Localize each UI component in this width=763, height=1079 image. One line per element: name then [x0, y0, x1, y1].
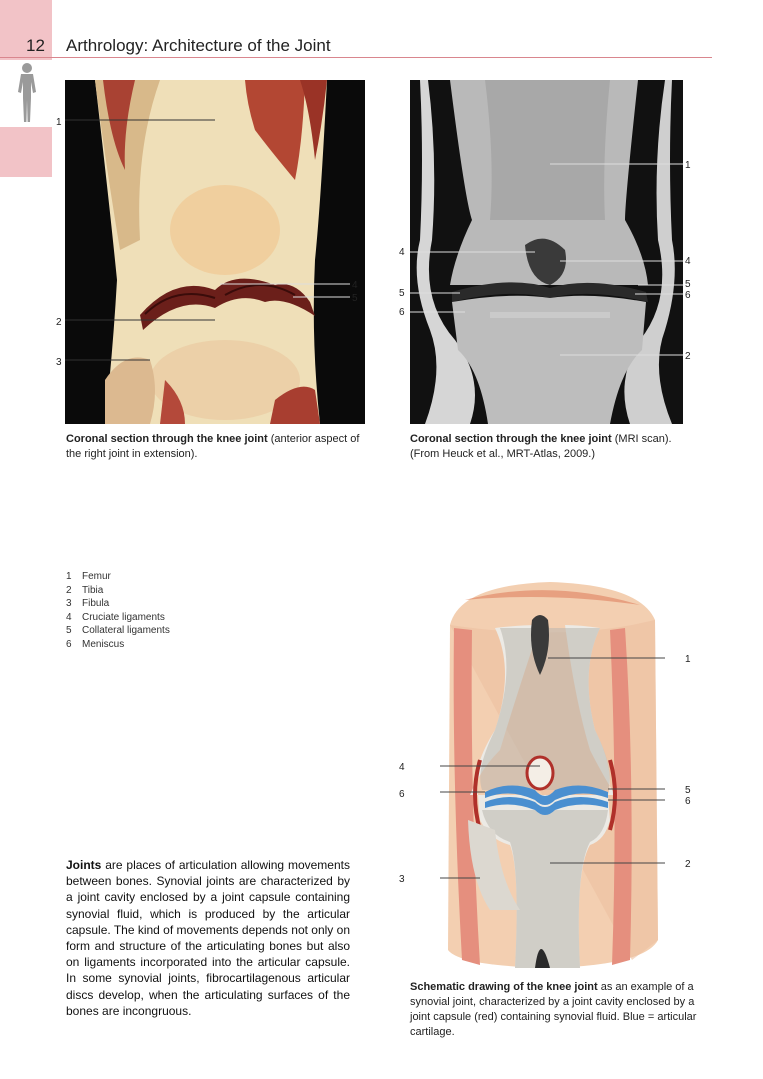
figure-schematic-labels: 1 2 3 4 5 6 6 [395, 650, 705, 890]
body-lead: Joints [66, 858, 102, 872]
caption-schematic-title: Schematic drawing of the knee joint [410, 981, 598, 993]
label-5: 5 [685, 785, 691, 796]
figure-cadaver-section [65, 80, 365, 424]
label-6-right: 6 [685, 290, 691, 301]
caption-schematic: Schematic drawing of the knee joint as a… [410, 980, 710, 1040]
caption-left-text: (anterior aspect of the right joint in e… [66, 433, 360, 460]
label-1: 1 [56, 117, 62, 128]
label-5-right: 5 [685, 279, 691, 290]
figure-right-labels: 1 2 4 4 5 5 6 6 [395, 155, 705, 365]
label-5-left: 5 [399, 288, 405, 299]
figure-schematic-drawing [440, 580, 665, 970]
label-6-left: 6 [399, 307, 405, 318]
figure-mri-scan [410, 80, 683, 424]
label-1: 1 [685, 654, 691, 665]
label-2: 2 [685, 859, 691, 870]
label-2: 2 [685, 351, 691, 362]
caption-right-title: Coronal section through the knee joint [410, 433, 612, 445]
figure-left-labels: 1 2 3 4 5 [50, 110, 380, 370]
label-4-right: 4 [685, 256, 691, 267]
caption-schematic-text: as an example of a synovial joint, chara… [410, 981, 697, 1038]
side-tab [0, 127, 52, 177]
label-4-left: 4 [399, 247, 405, 258]
label-2: 2 [56, 317, 62, 328]
caption-right-text: (MRI scan). (From Heuck et al., MRT-Atla… [410, 433, 672, 460]
label-3: 3 [399, 874, 405, 885]
label-6-right: 6 [685, 796, 691, 807]
label-1: 1 [685, 160, 691, 171]
body-silhouette-icon [14, 62, 40, 124]
header-tab [0, 0, 52, 60]
body-paragraph: Joints are places of articulation allowi… [66, 857, 350, 1019]
caption-left-title: Coronal section through the knee joint [66, 433, 268, 445]
header-rule [0, 57, 712, 58]
label-4: 4 [352, 280, 358, 291]
label-5: 5 [352, 293, 358, 304]
page-title: Arthrology: Architecture of the Joint [66, 36, 331, 55]
caption-right: Coronal section through the knee joint (… [410, 432, 700, 462]
label-4: 4 [399, 762, 405, 773]
body-text: are places of articulation allowing move… [66, 858, 350, 1018]
caption-left: Coronal section through the knee joint (… [66, 432, 366, 462]
page-number: 12 [26, 36, 45, 55]
label-3: 3 [56, 357, 62, 368]
label-6-left: 6 [399, 789, 405, 800]
